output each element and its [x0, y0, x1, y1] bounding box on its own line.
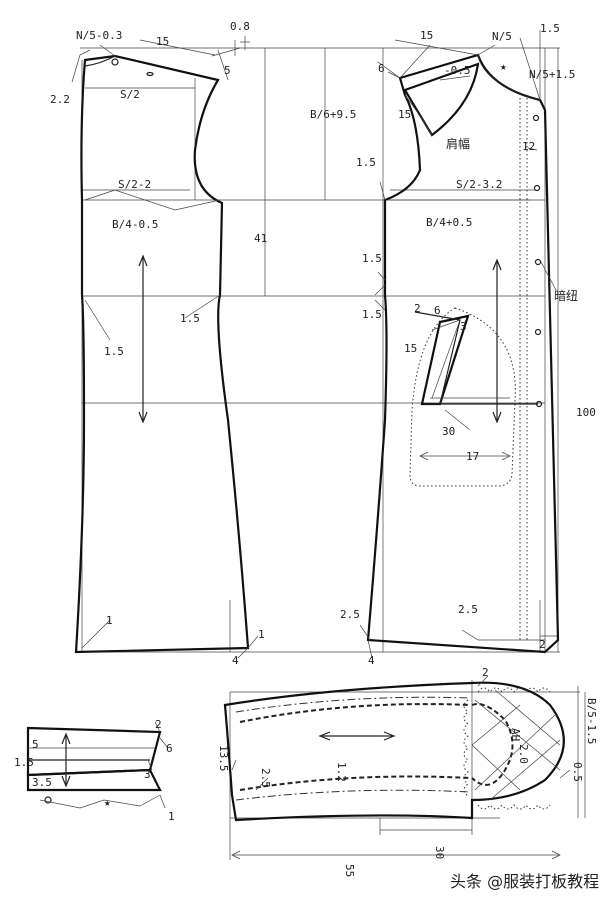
button-icon: [532, 114, 540, 122]
label-sleeve-30: 30: [433, 846, 446, 859]
front-neckline: [477, 54, 541, 101]
cuff-piece: ★: [26, 721, 169, 809]
label-waist-15-a: 1.5: [362, 252, 382, 265]
grain-arrow-icon: [492, 258, 502, 271]
grain-arrow-icon: [61, 732, 71, 745]
back-outline: [74, 54, 250, 654]
label-sleeve-2: 2: [482, 666, 489, 679]
construction-lines: [75, 40, 560, 653]
sleeve-outline: [223, 681, 565, 822]
label-sleeve-12: 1.2: [335, 762, 348, 782]
label-sleeve-25: 2.5: [259, 768, 272, 788]
label-n5: N/5: [492, 30, 512, 43]
label-n5-minus-03: N/5-0.3: [76, 29, 122, 42]
back-bodice: [71, 36, 259, 659]
label-hem-1-right: 1: [258, 628, 265, 641]
star-mark-icon: ★: [500, 60, 507, 73]
label-len-100: 100: [576, 406, 596, 419]
shoulder-yoke: [403, 62, 480, 137]
notch-mark-icon: [44, 796, 52, 804]
label-hem-25-mid: 2.5: [458, 603, 478, 616]
button-icon: [533, 184, 541, 192]
label-pocket-30: 30: [442, 425, 455, 438]
label-dart-6: 6: [434, 304, 441, 317]
grain-arrow-icon: [383, 731, 396, 741]
label-dart-3: 3: [460, 320, 467, 333]
label-back-waist-15: 1.5: [180, 312, 200, 325]
label-front-shoulder-15: 15: [420, 29, 433, 42]
label-b6-plus-95: B/6+9.5: [310, 108, 356, 121]
label-sleeve-05: 0.5: [571, 762, 584, 782]
label-sleeve-135: 13.5: [217, 745, 230, 772]
label-armhole-15: 1.5: [356, 156, 376, 169]
label-n5-plus-15: N/5+1.5: [529, 68, 575, 81]
grain-arrow-icon: [492, 411, 502, 424]
label-cuff-6: 6: [166, 742, 173, 755]
cuff-outline: [26, 726, 162, 777]
front-bodice: ★: [359, 30, 560, 659]
label-41: 41: [254, 232, 267, 245]
label-front-12: 12: [522, 140, 535, 153]
grain-arrow-icon: [318, 731, 331, 741]
label-waist-15-b: 1.5: [362, 308, 382, 321]
label-s-half-minus-2: S/2-2: [118, 178, 151, 191]
star-mark-icon: ★: [104, 796, 111, 809]
label-s-half: S/2: [120, 88, 140, 101]
notch-mark-icon: [146, 71, 154, 77]
label-cuff-35: 3.5: [32, 776, 52, 789]
button-icon: [534, 258, 542, 266]
label-hem-2-corner: 2: [539, 638, 546, 651]
label-back-hip-15: 1.5: [104, 345, 124, 358]
label-22: 2.2: [50, 93, 70, 106]
label-hem-4-back: 4: [232, 654, 239, 667]
label-sleeve-ah: AH: [509, 728, 522, 741]
notch-mark-icon: [111, 58, 119, 66]
label-cuff-15: 1.5: [14, 756, 34, 769]
hidden-buttons: [532, 114, 543, 408]
label-hidden-button: 暗纽: [554, 288, 578, 303]
label-front-15: 15: [398, 108, 411, 121]
label-offset-08: 0.8: [230, 20, 250, 33]
label-b4-minus-05: B/4-0.5: [112, 218, 158, 231]
label-offset-15-top: 1.5: [540, 22, 560, 35]
sleeve-dash-line: [239, 703, 471, 723]
label-b4-plus-05: B/4+0.5: [426, 216, 472, 229]
label-cuff-3: 3: [144, 768, 151, 781]
button-icon: [534, 328, 542, 336]
label-cuff-5: 5: [32, 738, 39, 751]
label-dart-2: 2: [414, 302, 421, 315]
label-pocket-17: 17: [466, 450, 479, 463]
label-drop-5: 5: [224, 64, 231, 77]
label-shoulder-width: 肩幅: [446, 136, 470, 151]
grain-arrow-icon: [138, 254, 148, 267]
label-hem-1-left: 1: [106, 614, 113, 627]
label-s-half-minus-32: S/2-3.2: [456, 178, 502, 191]
label-cuff-2: 2: [155, 718, 162, 731]
label-hem-25-left: 2.5: [340, 608, 360, 621]
label-sleeve-b5: B/5-1.5: [585, 698, 598, 744]
label-sleeve-55: 55: [343, 864, 356, 877]
label-cuff-1: 1: [168, 810, 175, 823]
grain-arrow-icon: [138, 411, 148, 424]
label-pocket-15: 15: [404, 342, 417, 355]
grain-arrow-icon: [61, 775, 71, 788]
label-back-shoulder-15: 15: [156, 35, 169, 48]
dimension-labels: N/5-0.3 15 0.8 5 2.2 S/2 B/6+9.5 S/2-2 B…: [14, 20, 598, 877]
back-neckline: [84, 55, 116, 67]
sleeve-piece: [223, 675, 586, 860]
label-drop-6: 6: [378, 62, 385, 75]
label-sleeve-20: 2.0: [517, 744, 530, 764]
label-hem-4-front: 4: [368, 654, 375, 667]
watermark-text: 头条 @服装打板教程: [450, 872, 600, 891]
label-minus-05: -0.5: [444, 64, 471, 77]
